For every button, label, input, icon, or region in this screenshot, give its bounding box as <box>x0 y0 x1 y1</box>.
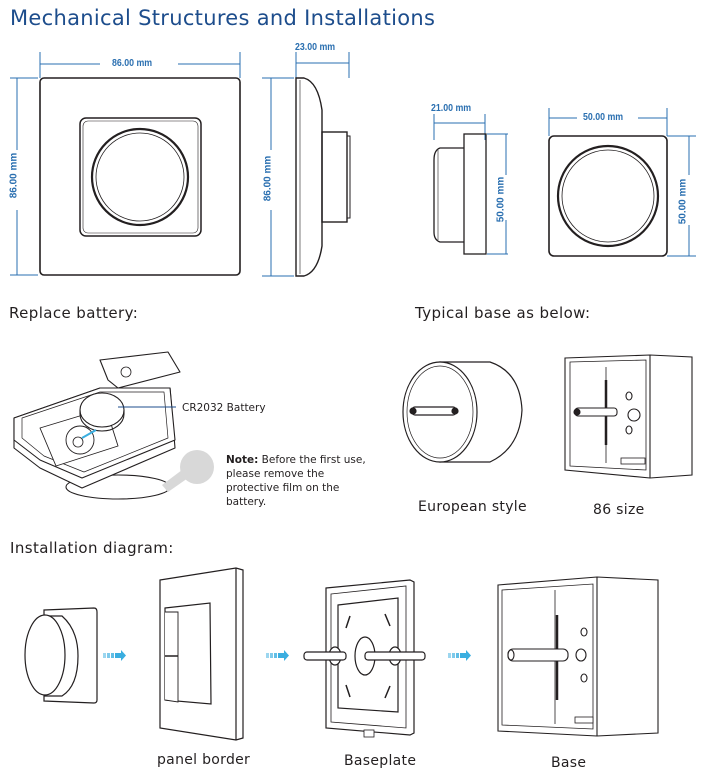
step-caption-baseplate: Baseplate <box>344 753 417 769</box>
dim-module-width: 50.00 mm <box>583 112 624 123</box>
module-side-view <box>433 114 508 255</box>
installation-heading: Installation diagram: <box>10 539 174 557</box>
note-text: Before the first use, please remove the … <box>226 454 366 508</box>
battery-label: CR2032 Battery <box>182 402 266 414</box>
note-label: Note: <box>226 454 259 466</box>
base-caption-86-size: 86 size <box>593 502 645 518</box>
dim-panel-width: 86.00 mm <box>112 58 153 69</box>
replace-battery-heading: Replace battery: <box>9 304 139 322</box>
panel-side-view <box>262 52 351 277</box>
step-caption-base: Base <box>551 755 587 771</box>
step-caption-panel-border: panel border <box>157 752 251 768</box>
typical-base-heading: Typical base as below: <box>415 304 591 322</box>
panel-front-view <box>10 52 241 276</box>
page-title: Mechanical Structures and Installations <box>10 6 436 30</box>
dim-side-depth: 23.00 mm <box>295 42 336 53</box>
battery-note: Note: Before the first use, please remov… <box>226 453 376 509</box>
base-caption-european: European style <box>418 499 527 515</box>
module-front-view <box>548 108 696 257</box>
dim-module-depth: 21.00 mm <box>431 103 472 114</box>
